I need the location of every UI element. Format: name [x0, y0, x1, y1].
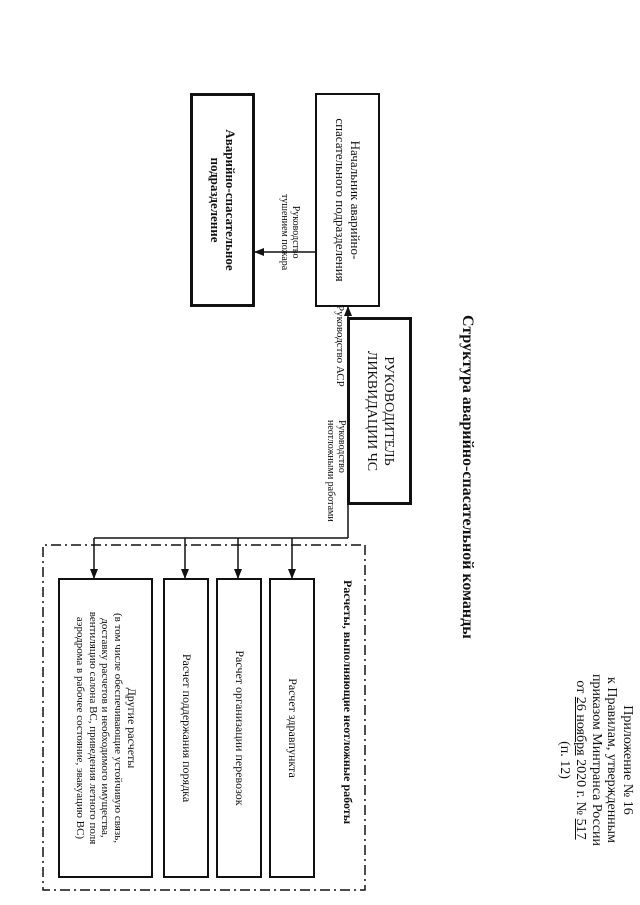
leader-line-1: РУКОВОДИТЕЛЬ	[380, 356, 396, 466]
leader-box: РУКОВОДИТЕЛЬ ЛИКВИДАЦИИ ЧС	[347, 317, 412, 505]
calc-health-box: Расчет здравпункта	[269, 578, 315, 878]
fire-label-line-1: Руководство	[290, 205, 301, 259]
calc-transport-label: Расчет организации перевозок	[232, 650, 247, 806]
asr-label: Руководство АСР	[334, 305, 346, 387]
other-line-2: доставку расчетов и необходимого имущест…	[99, 618, 112, 838]
urgent-label-line-1: Руководство	[336, 420, 347, 473]
fire-label: Руководство тушением пожара	[279, 194, 302, 271]
other-line-4: аэродрома в рабочее состояние, эвакуацию…	[73, 616, 86, 840]
chief-line-1: Начальник аварийно-	[348, 140, 364, 260]
urgent-works-label: Руководство неотложными работами	[325, 420, 348, 522]
urgent-label-line-2: неотложными работами	[325, 420, 337, 522]
calc-order-label: Расчет поддержания порядка	[179, 653, 194, 803]
calc-other-box: Другие расчеты (в том числе обеспечивающ…	[58, 578, 153, 878]
group-dashed-border	[42, 544, 366, 891]
other-line-1: (в том числе обеспечивающие устойчивую с…	[111, 613, 124, 843]
calc-health-label: Расчет здравпункта	[285, 678, 300, 778]
group-title: Расчеты, выполняющие неотложные работы	[341, 580, 355, 825]
calc-transport-box: Расчет организации перевозок	[216, 578, 262, 878]
leader-line-2: ЛИКВИДАЦИИ ЧС	[364, 350, 380, 472]
unit-line-1: Аварийно-спасательное	[223, 129, 239, 271]
chief-line-2: спасательного подразделения	[333, 118, 349, 282]
calc-order-box: Расчет поддержания порядка	[163, 578, 209, 878]
fire-label-line-2: тушением пожара	[279, 194, 291, 271]
other-line-3: вентиляцию салона ВС, приведения летного…	[86, 611, 99, 845]
chief-box: Начальник аварийно- спасательного подраз…	[315, 93, 380, 307]
rescue-unit-box: Аварийно-спасательное подразделение	[190, 93, 255, 307]
other-title: Другие расчеты	[124, 687, 139, 769]
unit-line-2: подразделение	[208, 157, 224, 243]
